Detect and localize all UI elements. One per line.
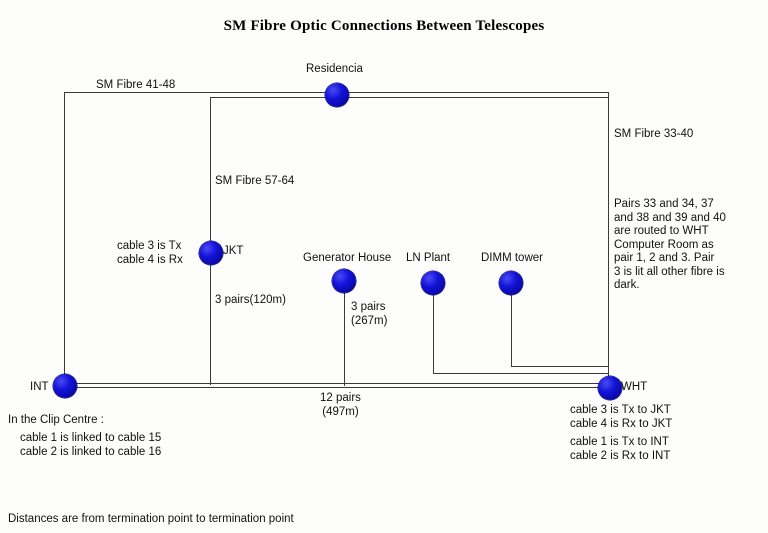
node-generator-house[interactable] (332, 269, 356, 293)
annotation-jkt-cables: cable 3 is Tx cable 4 is Rx (117, 240, 183, 266)
wire-generator-vertical (344, 290, 345, 386)
node-label-dimm-tower: DIMM tower (481, 252, 543, 264)
wire-top-trunk-secondary (210, 97, 609, 98)
wire-int-vertical (64, 92, 65, 385)
node-dimm-tower[interactable] (499, 271, 523, 295)
edge-label-sm-fibre-41-48: SM Fibre 41-48 (96, 79, 176, 91)
edge-label-generator-pairs: 3 pairs (267m) (351, 301, 388, 327)
node-label-wht: WHT (621, 381, 648, 393)
page-title: SM Fibre Optic Connections Between Teles… (223, 18, 545, 34)
node-label-int: INT (30, 381, 49, 393)
wire-lnplant-horizontal (433, 373, 609, 374)
node-label-ln-plant: LN Plant (406, 252, 451, 264)
node-wht[interactable] (598, 376, 622, 400)
wire-bottom-trunk-upper (74, 383, 602, 384)
edge-label-jkt-pairs: 3 pairs(120m) (215, 294, 286, 306)
annotation-wht-cables-int: cable 1 is Tx to INT cable 2 is Rx to IN… (570, 436, 671, 462)
node-ln-plant[interactable] (421, 271, 445, 295)
wire-lnplant-vertical (433, 291, 434, 373)
annotation-wht-cables-jkt: cable 3 is Tx to JKT cable 4 is Rx to JK… (570, 404, 673, 430)
annotation-clip-centre-lines: cable 1 is linked to cable 15 cable 2 is… (20, 432, 162, 458)
annotation-clip-centre-title: In the Clip Centre : (8, 414, 104, 426)
node-jkt[interactable] (199, 241, 223, 265)
wire-dimm-horizontal (511, 366, 609, 367)
annotation-wht-routing: Pairs 33 and 34, 37 and 38 and 39 and 40… (614, 198, 726, 291)
wire-bottom-trunk-lower (74, 387, 602, 388)
footer-note: Distances are from termination point to … (8, 513, 294, 525)
edge-label-sm-fibre-57-64: SM Fibre 57-64 (215, 175, 295, 187)
node-label-residencia: Residencia (306, 63, 363, 75)
node-residencia[interactable] (325, 83, 349, 107)
edge-label-main-pairs: 12 pairs (497m) (320, 392, 361, 418)
node-label-generator-house: Generator House (303, 252, 392, 264)
edge-label-sm-fibre-33-40: SM Fibre 33-40 (614, 128, 694, 140)
node-int[interactable] (53, 374, 77, 398)
node-label-jkt: JKT (223, 245, 244, 257)
wire-wht-vertical (608, 92, 609, 388)
wire-dimm-vertical (511, 291, 512, 366)
